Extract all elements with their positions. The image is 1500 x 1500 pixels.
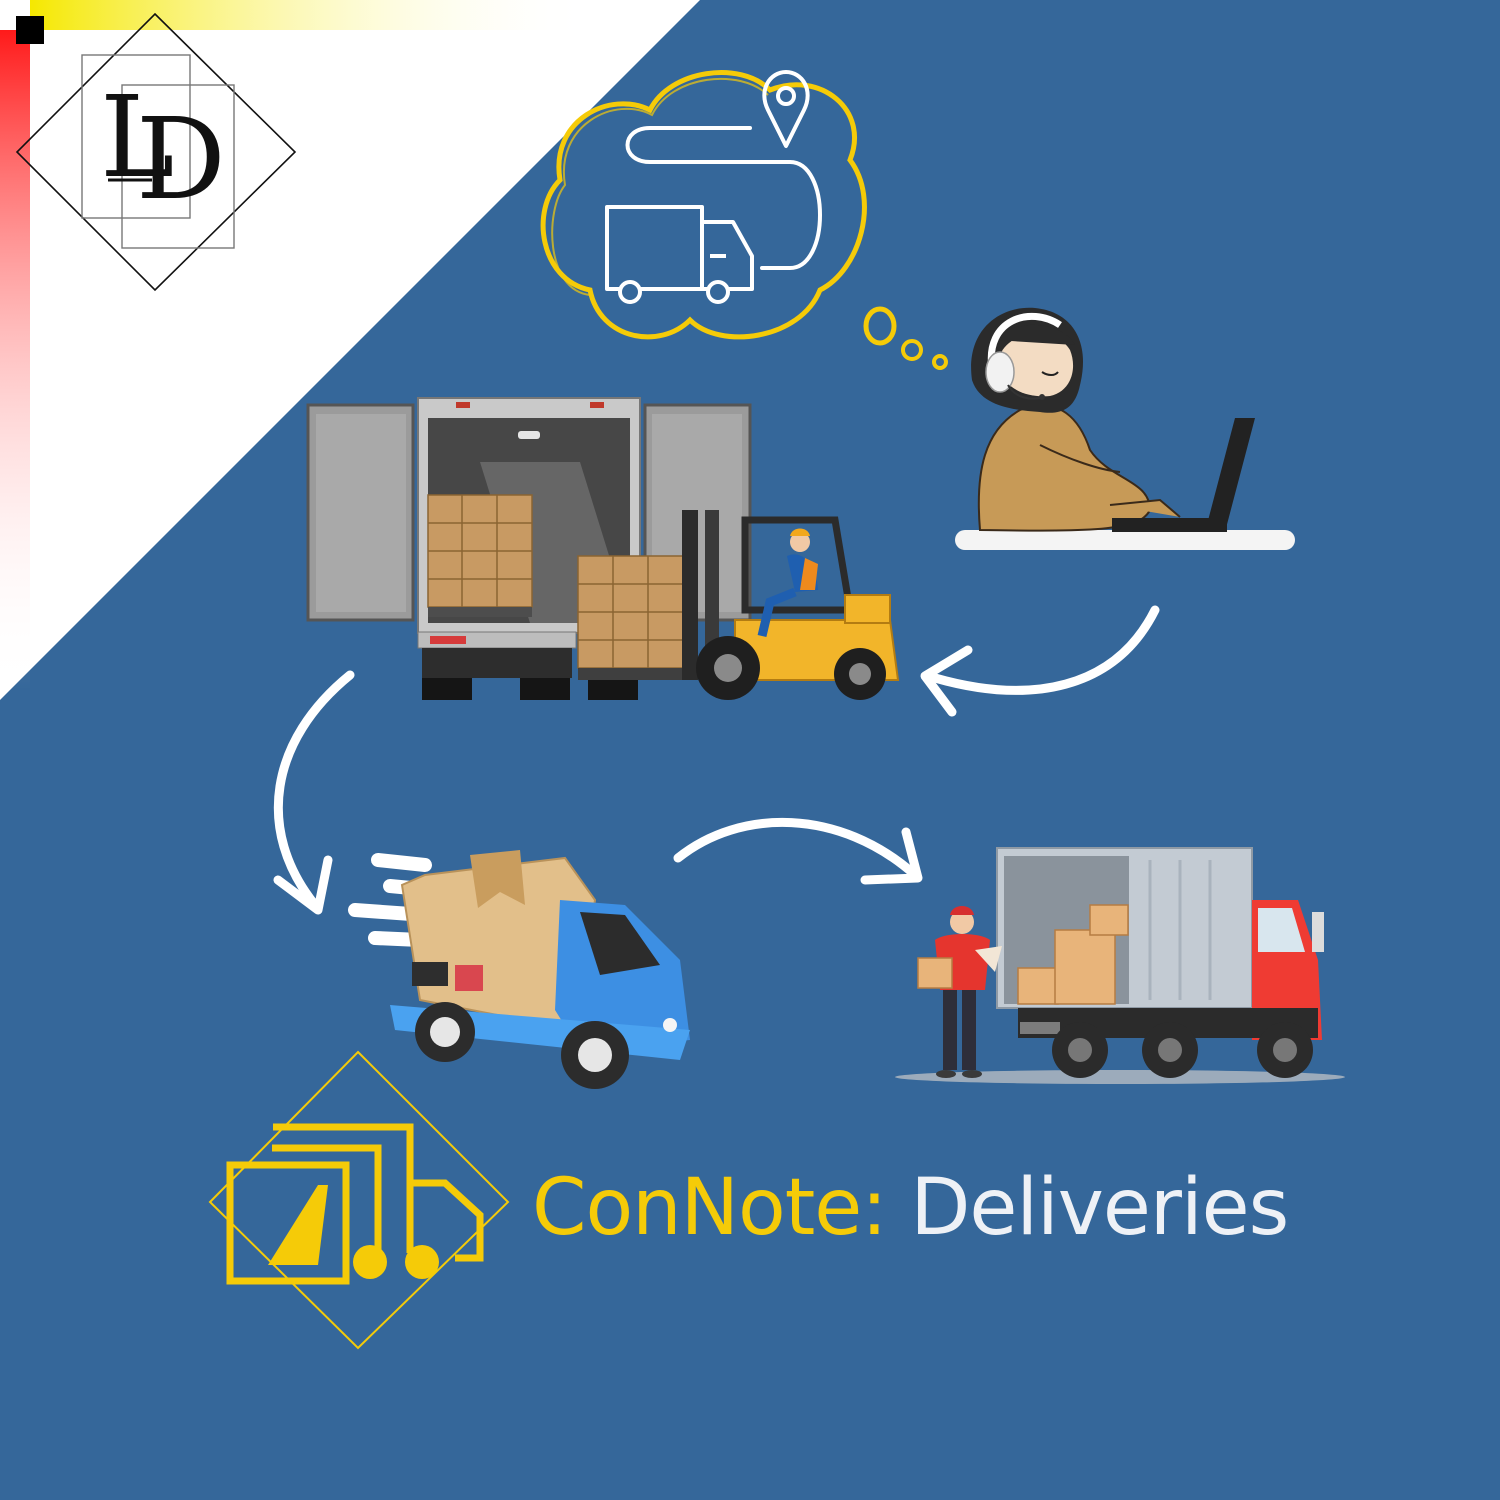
- headline-rest: Deliveries: [886, 1163, 1289, 1253]
- laptop-icon: [1205, 418, 1255, 532]
- ld-logo-frame: [15, 12, 297, 292]
- arrow-warehouse-to-van: [273, 670, 355, 910]
- white-corner-triangle: [0, 0, 700, 700]
- yellow-gradient-strip: [30, 0, 590, 30]
- ld-letter-l: L: [100, 73, 175, 203]
- truck-outline-icon: [605, 205, 754, 304]
- arrow-operator-to-warehouse: [930, 605, 1160, 695]
- location-pin-icon: [762, 70, 810, 148]
- headline: ConNote: Deliveries: [532, 1158, 1289, 1258]
- headline-accent: ConNote:: [532, 1163, 888, 1253]
- black-corner-square: [16, 16, 44, 44]
- desk-icon: [955, 530, 1295, 550]
- arrow-van-to-courier: [673, 817, 920, 880]
- red-gradient-strip: [0, 30, 30, 690]
- ld-letter-d: D: [136, 95, 226, 225]
